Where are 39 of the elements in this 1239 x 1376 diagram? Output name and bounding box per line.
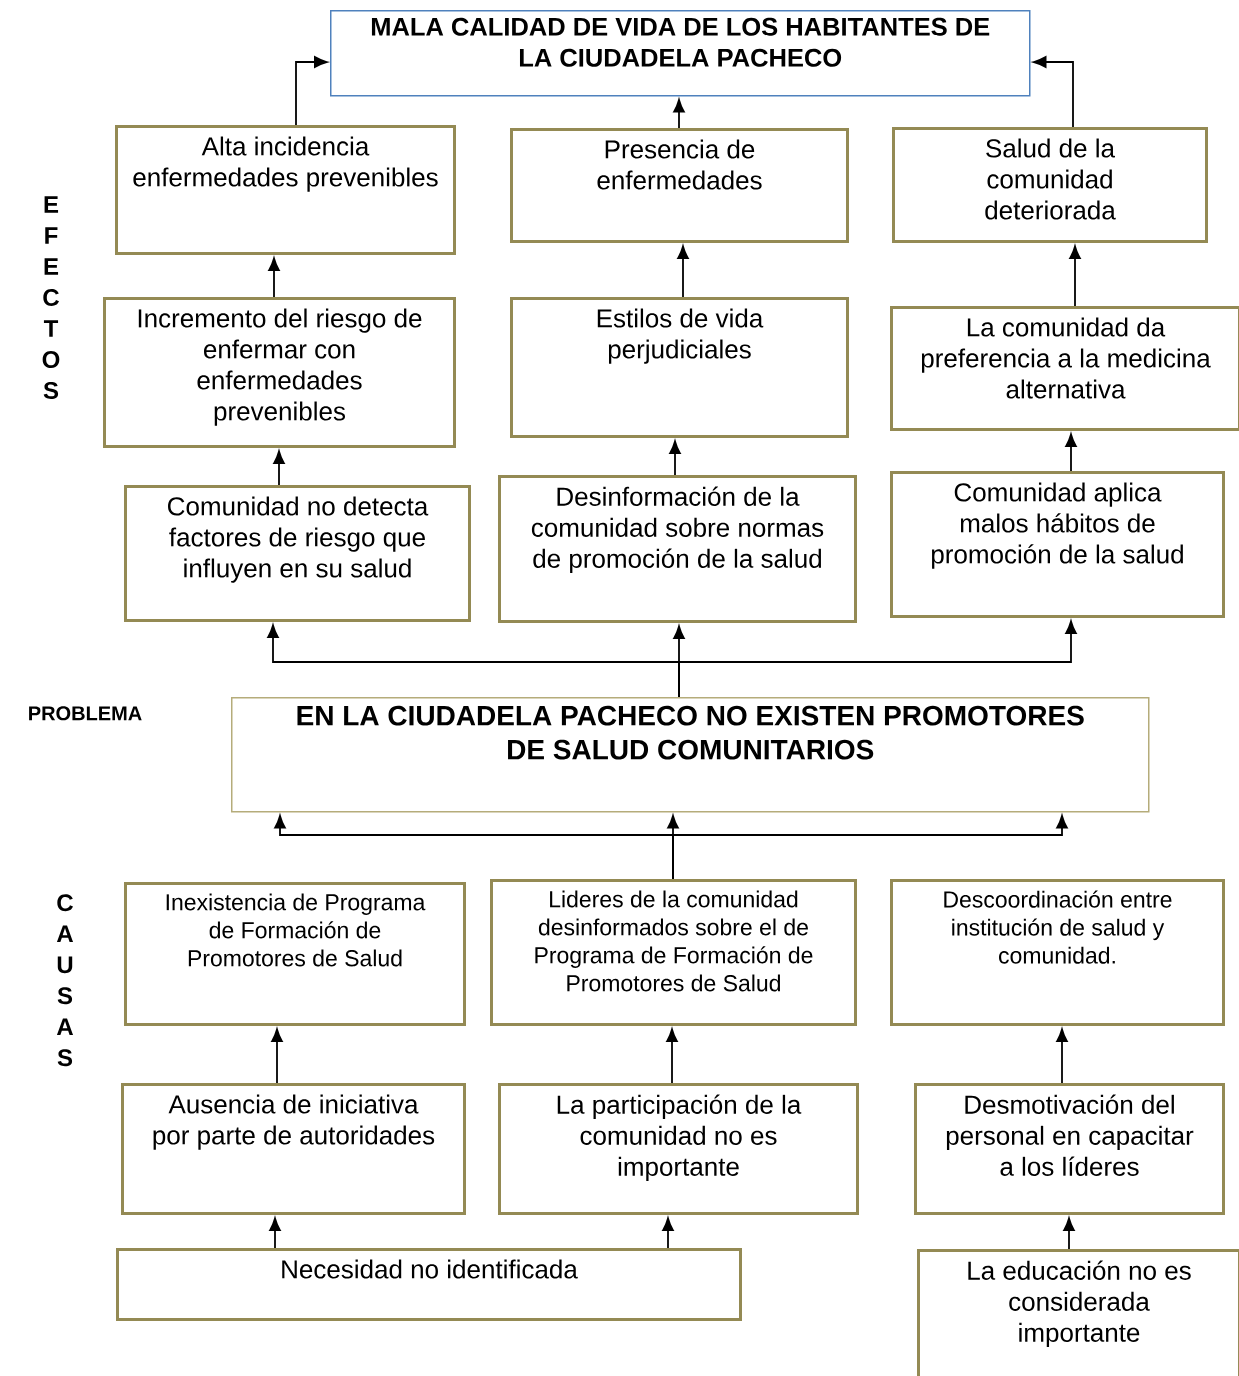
cause-box: Desmotivación del personal en capacitar a los líderes [914,1083,1225,1215]
arrow [1033,56,1074,128]
effect-box: Alta incidencia enfermedades prevenibles [115,125,456,255]
cause-box: Lideres de la comunidad desinformados sobre el de Programa de Formación de Promotores de Salud [490,879,857,1026]
arrow [267,620,1077,698]
effect-box: Comunidad no detecta factores de riesgo que influyen en su salud [124,485,471,622]
arrow [677,245,689,298]
cause-box: La educación no es considerada importante [917,1249,1239,1376]
arrow [1065,433,1077,472]
cause-box: Descoordinación entre institución de salud y comunidad. [890,879,1225,1026]
effect-box: Presencia de enfermedades [510,128,849,243]
effect-box: Incremento del riesgo de enfermar con enfermedades prevenibles [103,297,456,448]
arrow [269,1217,281,1249]
arrow [295,56,328,126]
effect-box: Comunidad aplica malos hábitos de promoción de la salud [890,471,1225,618]
cause-box: Necesidad no identificada [116,1248,742,1321]
cause-box: Ausencia de iniciativa por parte de autoridades [121,1083,466,1215]
effect-box: MALA CALIDAD DE VIDA DE LOS HABITANTES DE LA CIUDADELA PACHECO [330,10,1031,97]
section-label: PROBLEMA [29,706,142,721]
arrow [666,1028,678,1084]
effect-box: Salud de la comunidad deteriorada [892,127,1208,243]
arrow [669,440,681,476]
effect-box: Estilos de vida perjudiciales [510,297,849,438]
cause-box: La participación de la comunidad no es importante [498,1083,859,1215]
arrow [268,257,280,298]
effect-box: La comunidad da preferencia a la medicina alternativa [890,306,1239,431]
effect-box: Desinformación de la comunidad sobre normas de promoción de la salud [498,475,857,623]
problem-box: EN LA CIUDADELA PACHECO NO EXISTEN PROMOTORES DE SALUD COMUNITARIOS [231,697,1150,813]
cause-box: Inexistencia de Programa de Formación de Promotores de Salud [124,882,466,1026]
arrow [673,99,685,129]
arrow [273,450,285,486]
arrow [1069,245,1081,307]
arrow [1063,1217,1075,1250]
arrow [274,815,1068,880]
arrow [271,1028,283,1084]
arrow [1056,1028,1068,1084]
vertical-section-label: EFECTOS [42,196,60,399]
vertical-section-label: CAUSAS [56,894,74,1067]
arrow [662,1217,674,1249]
